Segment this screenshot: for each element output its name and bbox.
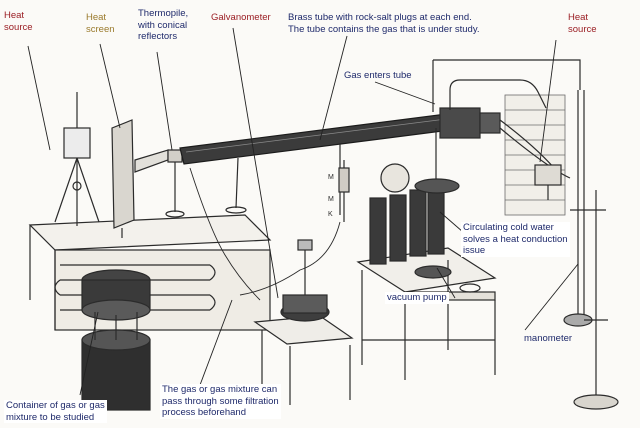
heat-screen [111, 119, 135, 238]
label-heat-source-left: Heat source [4, 10, 33, 33]
label-heat-screen-line1: Heat [86, 12, 107, 23]
label-container: Container of gas or gas mixture to be st… [4, 400, 107, 423]
label-heat-source-left-line1: Heat [4, 10, 25, 21]
label-vacuum-pump: vacuum pump [385, 292, 449, 304]
vacuum-pump-body [369, 163, 481, 293]
heat-source-left [54, 92, 100, 226]
label-circulating-line1: Circulating cold water [463, 222, 554, 233]
label-manometer: manometer [524, 333, 572, 345]
stamp-m-upper: M [328, 174, 334, 181]
label-gas-enters-text: Gas enters tube [344, 70, 412, 81]
heat-source-right [534, 164, 562, 200]
label-heat-source-left-line2: source [4, 21, 33, 33]
stamp-m-lower: M [328, 196, 334, 203]
brick-wall [504, 94, 566, 216]
label-heat-source-right-line2: source [568, 23, 597, 35]
thermopile [134, 149, 185, 218]
stamp-k: K [328, 211, 333, 218]
label-heat-source-right-line1: Heat [568, 12, 589, 23]
gas-container [81, 269, 151, 411]
label-vacuum-pump-text: vacuum pump [387, 292, 447, 303]
label-thermopile-line2: with conical [138, 19, 188, 31]
label-brass-tube-line2: The tube contains the gas that is under … [288, 23, 480, 35]
label-filtration-line2: pass through some filtration [162, 395, 279, 407]
label-galvanometer: Galvanometer [211, 12, 271, 24]
label-filtration-line3: process beforehand [162, 407, 246, 418]
label-thermopile-line3: reflectors [138, 31, 178, 42]
label-brass-tube: Brass tube with rock-salt plugs at each … [288, 12, 480, 35]
manometer-tube [563, 90, 619, 410]
label-heat-source-right: Heat source [568, 12, 597, 35]
label-manometer-text: manometer [524, 333, 573, 344]
label-heat-screen: Heat screen [86, 12, 115, 35]
label-circulating-line3: issue [463, 245, 486, 256]
galvanometer-stand [253, 239, 354, 405]
label-galvanometer-text: Galvanometer [211, 12, 271, 23]
left-table [28, 214, 272, 331]
leader-lines [27, 27, 579, 396]
label-heat-screen-line2: screen [86, 23, 115, 35]
label-brass-tube-line1: Brass tube with rock-salt plugs at each … [288, 12, 472, 23]
label-container-line2: mixture to be studied [6, 411, 95, 423]
label-circulating-line2: solves a heat conduction [463, 233, 568, 245]
label-circulating-water: Circulating cold water solves a heat con… [461, 222, 570, 257]
valve-column [338, 160, 350, 222]
label-container-line1: Container of gas or gas [6, 400, 105, 411]
label-thermopile: Thermopile, with conical reflectors [138, 8, 188, 43]
label-thermopile-line1: Thermopile, [138, 8, 189, 19]
brass-tube [179, 107, 501, 215]
label-filtration: The gas or gas mixture can pass through … [160, 384, 281, 419]
label-filtration-line1: The gas or gas mixture can [162, 384, 278, 395]
label-gas-enters: Gas enters tube [344, 70, 412, 82]
